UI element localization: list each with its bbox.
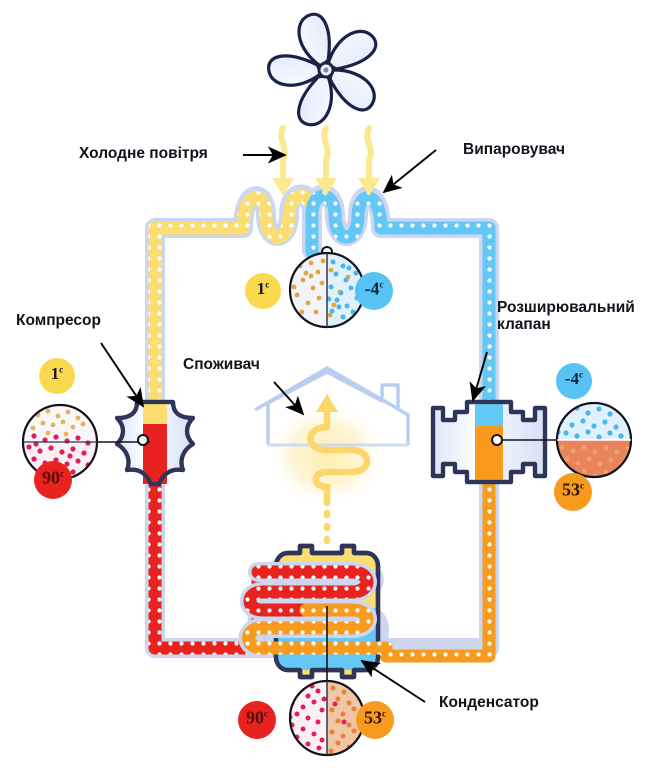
- arrow-condenser: [360, 659, 426, 703]
- pipe-blue-cold-liquid: [305, 189, 496, 422]
- pipe-yellow-low-pressure-gas: [148, 189, 319, 422]
- arrow-evaporator: [382, 149, 437, 194]
- arrow-consumer: [273, 381, 305, 416]
- fan-icon: [267, 12, 378, 127]
- badge-condenser-in: [238, 701, 276, 739]
- label-evaporator: Випаровувач: [463, 141, 565, 158]
- down-air-arrow-icon: [278, 125, 374, 185]
- badge-condenser-out: [356, 701, 394, 739]
- label-cold-air: Холодне повітря: [79, 145, 208, 162]
- house-icon: [254, 366, 410, 550]
- condenser-coil-orange: [242, 603, 393, 655]
- label-expansion-valve: Розширювальний клапан: [497, 299, 635, 334]
- leader-arrows: [100, 146, 488, 703]
- compressor-icon: [114, 399, 196, 487]
- label-compressor: Компресор: [16, 312, 101, 329]
- badge-evaporator-warm: [245, 273, 281, 309]
- arrow-expansion-valve: [469, 351, 488, 402]
- condenser-coil-red: [243, 565, 374, 617]
- label-consumer: Споживач: [183, 356, 260, 373]
- label-condenser: Конденсатор: [439, 694, 539, 711]
- air-arrow-heads: [272, 178, 380, 196]
- badge-valve-out: [556, 363, 592, 399]
- badge-compressor-in: [39, 358, 75, 394]
- arrow-compressor: [100, 342, 145, 408]
- badge-evaporator-cold: [355, 272, 393, 310]
- badge-compressor-out: [34, 461, 72, 499]
- badge-valve-in: [554, 473, 592, 511]
- expansion-valve-icon: [430, 399, 548, 485]
